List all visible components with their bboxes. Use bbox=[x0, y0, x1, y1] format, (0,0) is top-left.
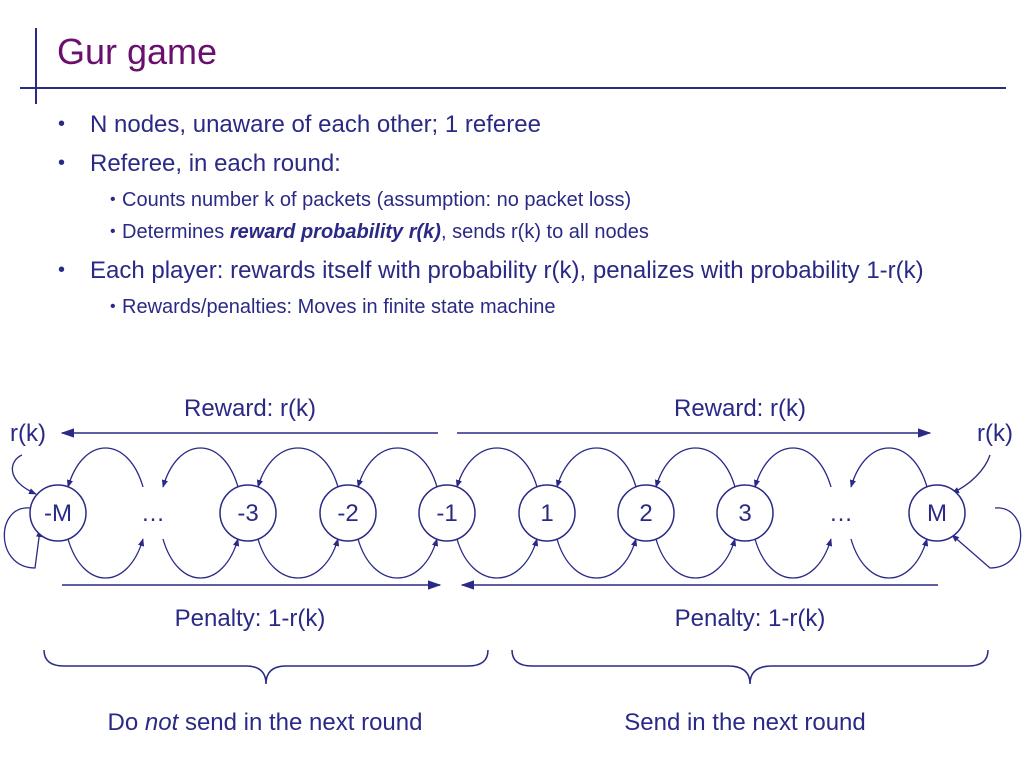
state-node-circle bbox=[518, 484, 576, 542]
transition-arc-upper bbox=[256, 447, 339, 488]
self-loop-right-top-arrow bbox=[951, 454, 991, 494]
bullet-referee: Referee, in each round: Counts number k … bbox=[58, 147, 958, 248]
transition-arc-lower bbox=[556, 538, 638, 579]
transition-arc-upper bbox=[356, 447, 438, 488]
state-label: -2 bbox=[337, 500, 358, 527]
state-label: -3 bbox=[237, 500, 258, 527]
rk-right-label: r(k) bbox=[977, 420, 1013, 447]
reward-right-label: Reward: r(k) bbox=[674, 395, 806, 422]
bullet-nodes: N nodes, unaware of each other; 1 refere… bbox=[58, 108, 958, 141]
state-nodes: -M … -3 -2 -1 1 2 3 … M bbox=[29, 484, 966, 542]
sub-list-referee: Counts number k of packets (assumption: … bbox=[90, 184, 958, 248]
state-label: -M bbox=[44, 500, 72, 527]
sub-bullet-counts: Counts number k of packets (assumption: … bbox=[90, 184, 958, 216]
state-node-circle bbox=[908, 484, 966, 542]
state-node-circle bbox=[418, 484, 476, 542]
reward-probability-term: reward probability r(k) bbox=[229, 221, 441, 243]
transition-arc-upper bbox=[849, 447, 928, 488]
transition-arc-upper bbox=[654, 447, 736, 488]
rk-left-label: r(k) bbox=[10, 420, 46, 447]
sub-bullet-rewards-penalties: Rewards/penalties: Moves in finite state… bbox=[90, 291, 958, 323]
sub-bullet-determines: Determines reward probability r(k), send… bbox=[90, 216, 958, 248]
transition-arc-lower bbox=[655, 538, 737, 579]
state-node-circle bbox=[319, 484, 377, 542]
brace-left bbox=[43, 649, 489, 685]
self-loop-left-top-arrow bbox=[11, 454, 37, 495]
state-label: 1 bbox=[540, 500, 553, 527]
transition-arc-lower bbox=[67, 538, 145, 579]
bullet-player: Each player: rewards itself with probabi… bbox=[58, 254, 958, 323]
transition-arcs bbox=[66, 447, 929, 579]
state-node-circle bbox=[219, 484, 277, 542]
caption-send: Send in the next round bbox=[624, 709, 866, 736]
penalty-left-label: Penalty: 1-r(k) bbox=[175, 605, 326, 632]
decor-vertical-line bbox=[35, 28, 37, 104]
brace-right bbox=[511, 649, 989, 685]
transition-arc-lower bbox=[257, 538, 340, 579]
caption-do-not-send: Do not send in the next round bbox=[108, 709, 423, 736]
self-loop-left-arrow bbox=[3, 507, 43, 569]
decor-horizontal-line bbox=[20, 87, 1006, 89]
transition-arc-upper bbox=[66, 447, 144, 488]
state-node-circle bbox=[617, 484, 675, 542]
transition-arc-upper bbox=[455, 447, 538, 488]
state-node-circle bbox=[29, 484, 87, 542]
transition-arc-upper bbox=[753, 447, 832, 488]
penalty-right-label: Penalty: 1-r(k) bbox=[675, 605, 826, 632]
transition-arc-lower bbox=[754, 538, 833, 579]
state-node-circle bbox=[716, 484, 774, 542]
slide-title: Gur game bbox=[57, 31, 218, 72]
state-label: M bbox=[927, 500, 947, 527]
state-label: -1 bbox=[436, 500, 457, 527]
transition-arc-lower bbox=[456, 538, 539, 579]
transition-arc-upper bbox=[161, 447, 239, 488]
transition-arc-lower bbox=[357, 538, 439, 579]
transition-arc-upper bbox=[555, 447, 637, 488]
bullet-list: N nodes, unaware of each other; 1 refere… bbox=[58, 108, 958, 329]
ellipsis-label: … bbox=[829, 500, 853, 527]
self-loop-right-arrow bbox=[951, 507, 1022, 569]
state-label: 2 bbox=[639, 500, 652, 527]
transition-arc-lower bbox=[162, 538, 240, 579]
ellipsis-label: … bbox=[141, 500, 165, 527]
state-label: 3 bbox=[738, 500, 751, 527]
reward-left-label: Reward: r(k) bbox=[184, 395, 316, 422]
sub-list-player: Rewards/penalties: Moves in finite state… bbox=[90, 291, 958, 323]
transition-arc-lower bbox=[850, 538, 929, 579]
